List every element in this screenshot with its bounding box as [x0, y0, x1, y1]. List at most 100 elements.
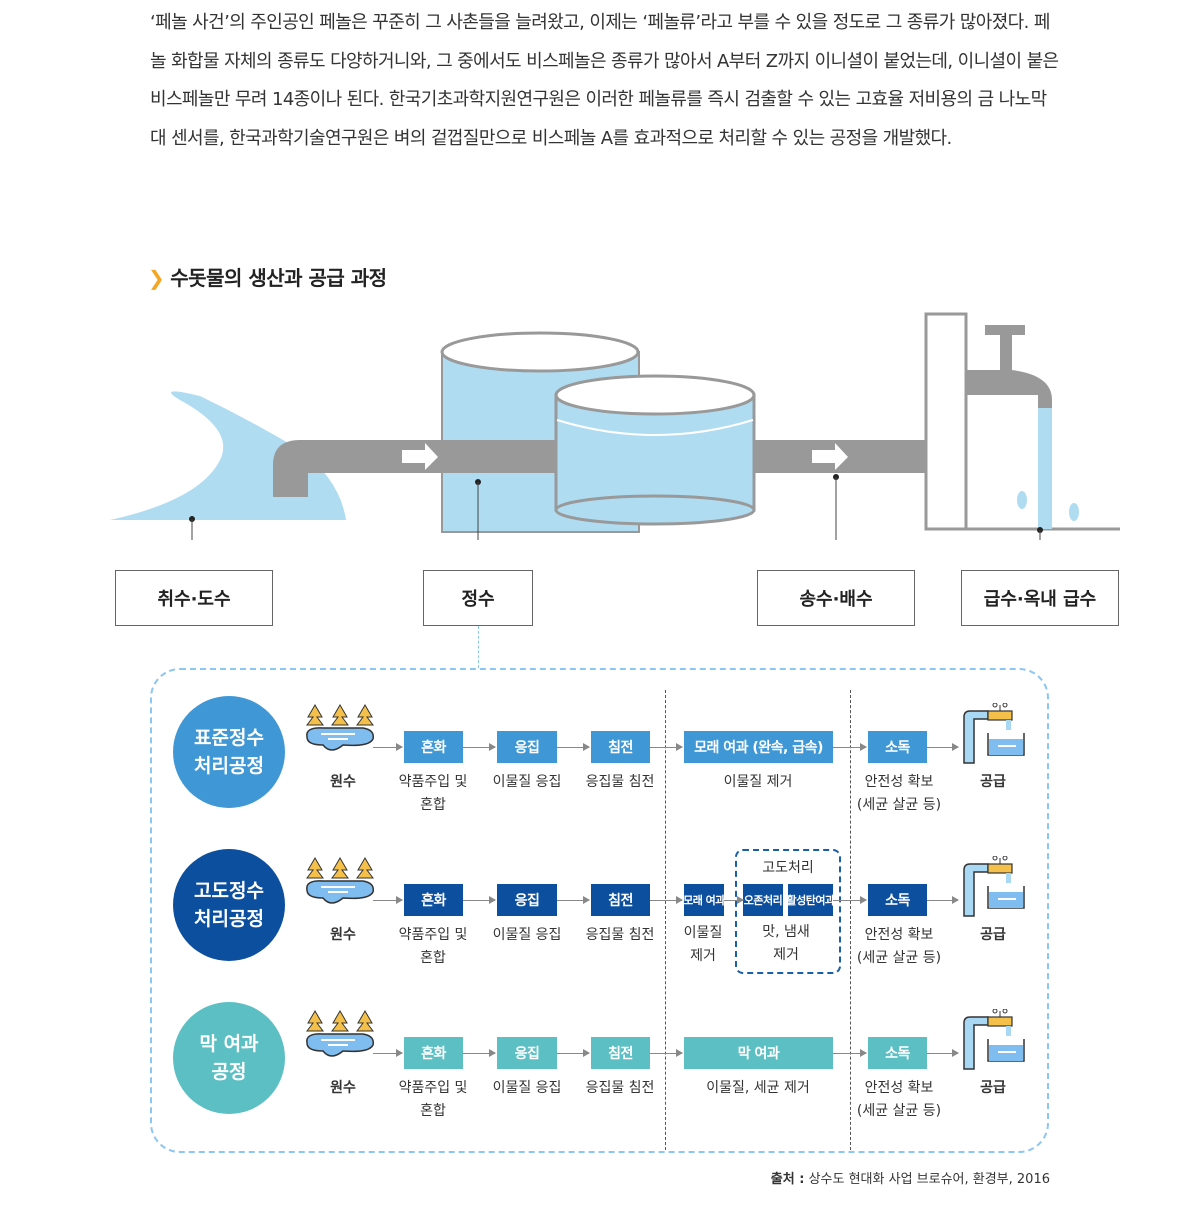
raw-water-label: 원수	[330, 927, 356, 943]
coagulation-desc: 이물질 응집	[492, 927, 562, 943]
coagulation-box: 응집	[497, 884, 557, 916]
mixing-box: 혼화	[404, 884, 463, 916]
source-text: 상수도 현대화 사업 브로슈어, 환경부, 2016	[808, 1172, 1050, 1187]
disinfection-box: 소독	[868, 884, 927, 916]
source-label: 출처 :	[770, 1172, 805, 1187]
stage-transmission: 송수·배수	[757, 570, 915, 626]
filter-desc: 이물질 제거	[723, 774, 793, 790]
section-title-text: 수돗물의 생산과 공급 과정	[170, 266, 387, 290]
source-note: 출처 : 상수도 현대화 사업 브로슈어, 환경부, 2016	[771, 1168, 1050, 1187]
filter-desc: 이물질, 세균 제거	[706, 1080, 810, 1096]
flow-arrow	[833, 743, 867, 751]
process-title-line2: 처리공정	[194, 755, 264, 777]
flow-arrow	[557, 896, 590, 904]
advanced-desc: 맛, 냄새	[762, 924, 810, 940]
process-title-line1: 표준정수	[194, 727, 264, 749]
flow-arrow	[724, 896, 744, 904]
disinfection-desc: (세균 살균 등)	[856, 797, 942, 813]
stage-intake: 취수·도수	[115, 570, 273, 626]
flow-arrow	[463, 896, 496, 904]
connector-line	[478, 626, 479, 668]
mixing-desc: 약품주입 및	[398, 774, 468, 790]
sand-filter-box: 모래 여과	[683, 884, 725, 916]
stage-supply: 급수·옥내 급수	[961, 570, 1119, 626]
flow-arrow	[373, 1049, 403, 1057]
divider-line	[665, 690, 666, 1150]
flow-arrow	[650, 743, 683, 751]
coagulation-box: 응집	[497, 731, 557, 763]
disinfection-desc: 안전성 확보	[864, 927, 934, 943]
flow-arrow-icon	[402, 443, 438, 470]
filter-box: 막 여과	[684, 1037, 833, 1069]
intro-paragraph: ‘페놀 사건’의 주인공인 페놀은 꾸준히 그 사촌들을 늘려왔고, 이제는 ‘…	[150, 12, 1059, 149]
advanced-treatment-group	[735, 849, 841, 974]
coagulation-desc: 이물질 응집	[492, 1080, 562, 1096]
flow-arrow	[650, 1049, 683, 1057]
tap-supply-icon	[960, 1008, 1026, 1075]
flow-arrow	[650, 896, 683, 904]
raw-water-icon	[303, 703, 375, 759]
raw-water-icon	[303, 856, 375, 912]
filter-desc: 이물질	[683, 925, 723, 941]
chevron-right-icon: ❯	[148, 266, 165, 290]
flow-arrow	[833, 896, 867, 904]
advanced-treatment-title: 고도처리	[762, 860, 814, 876]
flow-arrow	[833, 1049, 867, 1057]
mixing-box: 혼화	[404, 731, 463, 763]
disinfection-desc: (세균 살균 등)	[856, 1103, 942, 1119]
divider-line	[850, 690, 851, 1150]
mixing-box: 혼화	[404, 1037, 463, 1069]
process-title-line1: 막 여과	[199, 1033, 259, 1055]
flow-arrow	[557, 1049, 590, 1057]
activated-carbon-box: 활성탄여과	[786, 884, 835, 916]
coagulation-box: 응집	[497, 1037, 557, 1069]
disinfection-desc: 안전성 확보	[864, 774, 934, 790]
process-title-line2: 공정	[211, 1061, 247, 1083]
stage-purification: 정수	[423, 570, 533, 626]
process-title-line2: 처리공정	[194, 908, 264, 930]
flow-arrow	[463, 743, 496, 751]
section-title: ❯수돗물의 생산과 공급 과정	[148, 262, 387, 291]
disinfection-box: 소독	[868, 1037, 927, 1069]
mixing-desc: 혼합	[420, 1103, 446, 1119]
raw-water-label: 원수	[330, 774, 356, 790]
mixing-desc: 혼합	[420, 950, 446, 966]
flow-arrow	[557, 743, 590, 751]
tap-supply-icon	[960, 855, 1026, 922]
supply-label: 공급	[980, 927, 1006, 943]
flow-arrow	[463, 1049, 496, 1057]
disinfection-box: 소독	[868, 731, 927, 763]
disinfection-desc: 안전성 확보	[864, 1080, 934, 1096]
flow-arrow	[927, 743, 959, 751]
filter-box: 모래 여과 (완속, 급속)	[684, 731, 833, 763]
mixing-desc: 약품주입 및	[398, 1080, 468, 1096]
advanced-desc: 제거	[773, 947, 799, 963]
sedimentation-box: 침전	[591, 884, 650, 916]
flow-arrow	[373, 743, 403, 751]
raw-water-icon	[303, 1009, 375, 1065]
mixing-desc: 약품주입 및	[398, 927, 468, 943]
faucet-icon	[966, 325, 1052, 408]
tap-supply-icon	[960, 702, 1026, 769]
process-title-line1: 고도정수	[194, 880, 264, 902]
ozone-box: 오존처리	[743, 884, 783, 916]
disinfection-desc: (세균 살균 등)	[856, 950, 942, 966]
sedimentation-box: 침전	[591, 1037, 650, 1069]
flow-arrow-icon	[812, 443, 848, 470]
supply-label: 공급	[980, 774, 1006, 790]
sedimentation-desc: 응집물 침전	[585, 927, 655, 943]
sedimentation-box: 침전	[591, 731, 650, 763]
coagulation-desc: 이물질 응집	[492, 774, 562, 790]
flow-arrow	[373, 896, 403, 904]
water-supply-illustration	[110, 312, 1120, 540]
filter-desc: 제거	[690, 948, 716, 964]
flow-arrow	[927, 1049, 959, 1057]
flow-arrow	[927, 896, 959, 904]
process-panel	[150, 668, 1049, 1153]
mixing-desc: 혼합	[420, 797, 446, 813]
sedimentation-desc: 응집물 침전	[585, 774, 655, 790]
supply-label: 공급	[980, 1080, 1006, 1096]
